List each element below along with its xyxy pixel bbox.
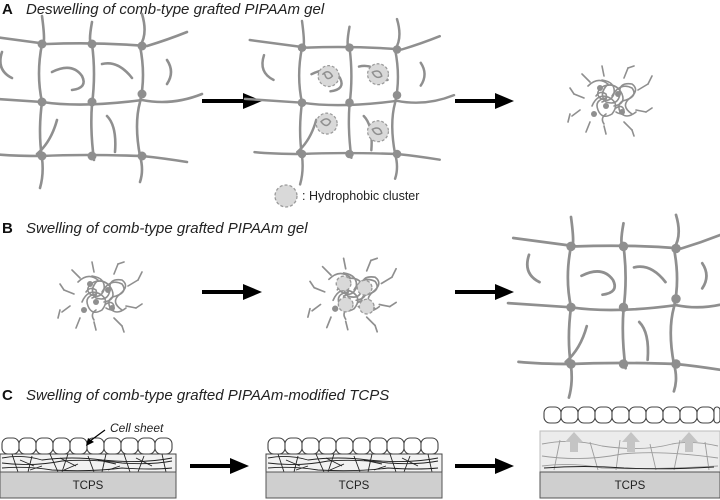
- tcps-label: TCPS: [615, 480, 646, 492]
- hydrophobic-cluster: [356, 279, 373, 296]
- panel-b-letter: B: [2, 220, 13, 237]
- legend-cluster-icon: [274, 184, 298, 208]
- panel-a-letter: A: [2, 1, 13, 18]
- legend: : Hydrophobic cluster: [274, 184, 419, 208]
- panel-a-arrow-2: [455, 93, 514, 109]
- panel-c-dish-detached: TCPS: [539, 406, 720, 499]
- panel-c-title: Swelling of comb-type grafted PIPAAm-mod…: [26, 387, 389, 404]
- panel-c-dish-swelling: TCPS: [265, 437, 443, 499]
- panel-a-collapsed-gel: [567, 65, 653, 137]
- panel-b-loosening-gel: [307, 257, 397, 333]
- hydrophobic-cluster: [366, 120, 390, 143]
- panel-b-title: Swelling of comb-type grafted PIPAAm gel: [26, 220, 308, 237]
- panel-c-letter: C: [2, 387, 13, 404]
- panel-a-network-clustered: [243, 17, 456, 186]
- tcps-substrate: [539, 471, 720, 499]
- panel-a-arrow-1: [202, 93, 262, 109]
- up-arrow-icon: [622, 432, 640, 452]
- up-arrow-icon: [565, 432, 583, 452]
- legend-label: : Hydrophobic cluster: [302, 189, 419, 203]
- up-arrow-icon: [680, 432, 698, 452]
- detachment-arrows: [565, 432, 698, 452]
- hydrophobic-cluster: [337, 296, 354, 313]
- tcps-substrate: [0, 471, 177, 499]
- detached-cell-sheet: [543, 406, 720, 424]
- tcps-substrate: [265, 471, 443, 499]
- tcps-label: TCPS: [339, 480, 370, 492]
- panel-c-arrow-2: [455, 458, 514, 474]
- panel-c-arrow-1: [190, 458, 249, 474]
- hydrophobic-cluster: [335, 275, 352, 292]
- hydrophobic-cluster: [358, 298, 375, 315]
- panel-b-collapsed-gel: [57, 261, 143, 333]
- panel-a-network-initial: [0, 12, 204, 190]
- panel-a-title: Deswelling of comb-type grafted PIPAAm g…: [26, 1, 325, 18]
- panel-b-network-swollen: [506, 213, 720, 399]
- hydrophobic-cluster: [366, 63, 390, 86]
- panel-c-dish-attached: TCPS: [0, 437, 177, 499]
- hydrophobic-cluster: [317, 65, 340, 88]
- panel-b-arrow-1: [202, 284, 262, 300]
- cell-sheet-label: Cell sheet: [110, 421, 164, 435]
- hydrophobic-cluster: [315, 112, 338, 135]
- cell-sheet-callout: Cell sheet: [86, 421, 164, 446]
- tcps-label: TCPS: [73, 480, 104, 492]
- panel-b-arrow-2: [455, 284, 514, 300]
